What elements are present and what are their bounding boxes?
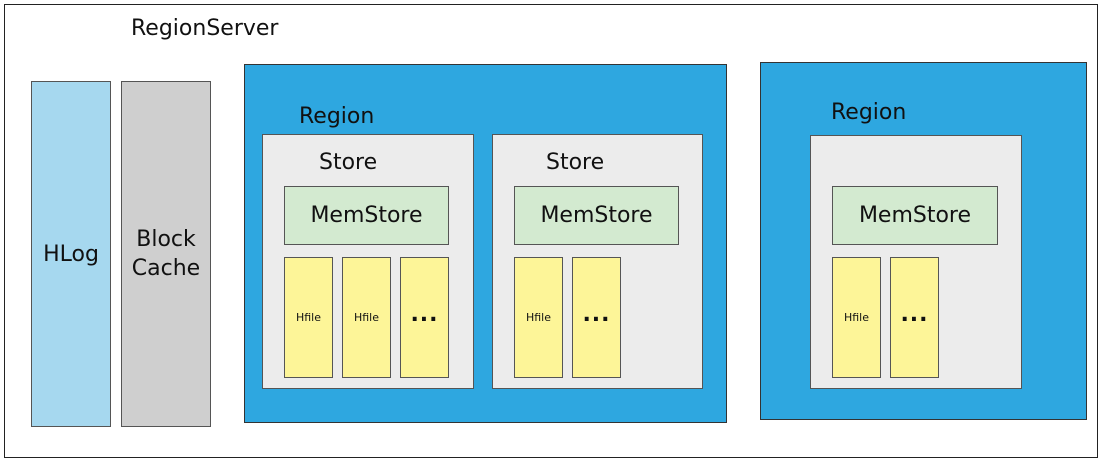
region-2-store-1-hfile-more: ... (890, 257, 939, 378)
region-1-store-1-hfile-1: Hfile (284, 257, 333, 378)
regionserver-title: RegionServer (131, 16, 279, 41)
hlog-box: HLog (31, 81, 111, 427)
region-1-store-2-memstore: MemStore (514, 186, 679, 245)
region-1-store-2-hfile-more: ... (572, 257, 621, 378)
region-1-label: Region (299, 104, 375, 129)
block-cache-box: Block Cache (121, 81, 211, 427)
region-1-store-1-memstore: MemStore (284, 186, 449, 245)
region-1-store-1-hfile-2: Hfile (342, 257, 391, 378)
region-2-store-1-memstore: MemStore (832, 186, 998, 245)
region-1-store-1-hfile-more: ... (400, 257, 449, 378)
region-2-store-1-hfile-1: Hfile (832, 257, 881, 378)
block-cache-label: Block Cache (131, 227, 201, 281)
region-2-label: Region (831, 100, 907, 125)
region-1-store-2-hfile-1: Hfile (514, 257, 563, 378)
hlog-label: HLog (43, 241, 99, 267)
region-1-store-1-label: Store (319, 150, 378, 175)
region-1-store-2-label: Store (546, 150, 605, 175)
